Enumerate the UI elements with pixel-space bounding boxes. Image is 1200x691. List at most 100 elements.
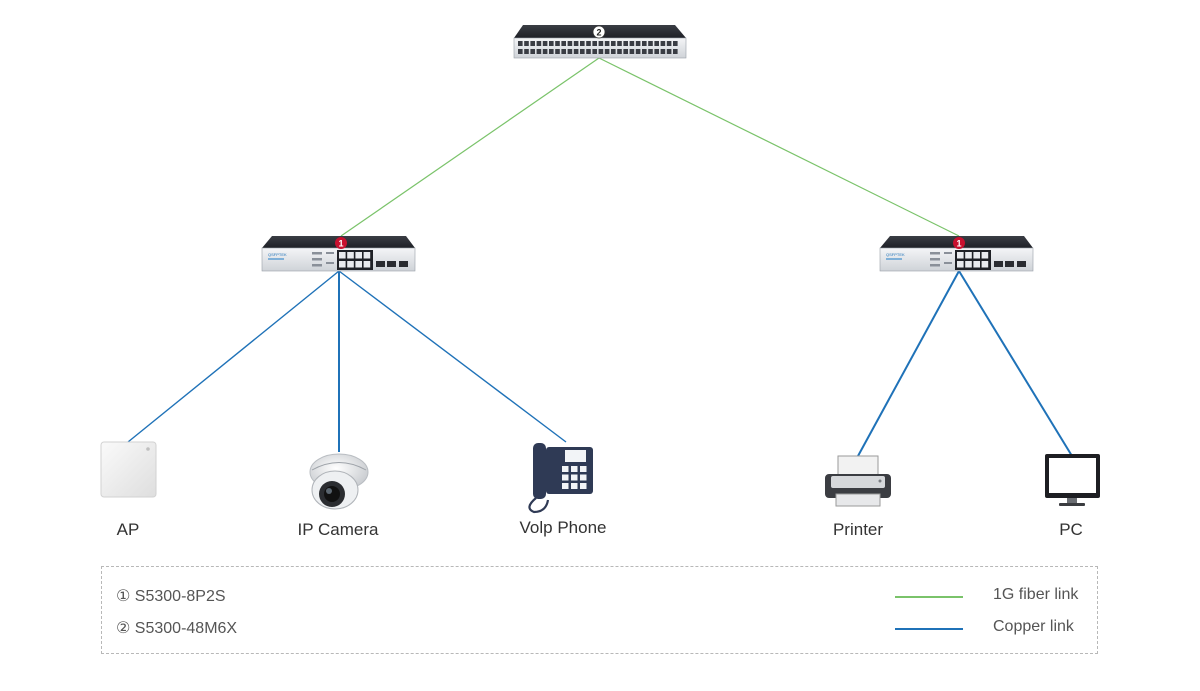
legend-copper-line <box>895 628 963 630</box>
switch-port <box>598 41 604 46</box>
switch-port <box>339 261 346 268</box>
switch-port <box>623 41 628 46</box>
switch-port <box>666 41 672 46</box>
switch-brand-logo: QSFPTEK <box>886 252 905 257</box>
dome-camera-icon <box>309 453 369 510</box>
switch-port <box>611 49 616 54</box>
switch-port <box>347 252 354 259</box>
desk-phone-icon <box>528 443 593 514</box>
legend-box: ① S5300-8P2S ② S5300-48M6X 1G fiber link… <box>101 566 1098 654</box>
switch-brand-logo: QSFPTEK <box>268 252 287 257</box>
switch-port <box>571 483 578 489</box>
voip-phone-label: Volp Phone <box>519 518 607 537</box>
switch-port <box>580 483 587 489</box>
switch-port <box>635 49 641 54</box>
switch-port <box>623 49 628 54</box>
switch-port <box>536 49 542 54</box>
switch-port <box>586 49 591 54</box>
switch-port <box>355 252 362 259</box>
switch-port <box>580 49 585 54</box>
switch-port <box>536 41 542 46</box>
switch-port <box>571 466 578 472</box>
switch-port <box>635 41 641 46</box>
switch-port <box>973 261 980 268</box>
monitor-icon <box>1045 454 1100 506</box>
legend-model-2-name: S5300-48M6X <box>134 620 238 637</box>
ap-label: AP <box>116 520 140 539</box>
switch-port <box>654 49 659 54</box>
switch-port <box>642 41 647 46</box>
switch-port <box>981 252 989 259</box>
core-switch-badge-label: 2 <box>596 28 601 38</box>
copper-link-printer <box>857 270 960 457</box>
switch-port <box>981 261 989 268</box>
access-switch-right-badge-label: 1 <box>956 239 961 249</box>
switch-port <box>957 252 964 259</box>
switch-port <box>567 41 573 46</box>
switch-port <box>542 41 548 46</box>
switch-port <box>555 41 560 46</box>
switch-port <box>629 41 635 46</box>
switch-port <box>604 41 610 46</box>
switch-port <box>580 41 585 46</box>
switch-port <box>555 49 560 54</box>
switch-port <box>518 49 523 54</box>
copper-link-pc <box>958 270 1073 457</box>
switch-port <box>561 49 566 54</box>
legend-model-2-marker: ② <box>116 620 131 637</box>
switch-port <box>660 49 666 54</box>
switch-port <box>562 474 569 481</box>
legend-copper-label: Copper link <box>993 618 1074 635</box>
switch-port <box>673 41 678 46</box>
switch-port <box>524 41 529 46</box>
switch-port <box>666 49 672 54</box>
switch-port <box>363 261 371 268</box>
fiber-link-core-left <box>340 57 600 237</box>
access-switch-left-badge <box>335 237 347 249</box>
switch-port <box>965 252 972 259</box>
switch-port <box>598 49 604 54</box>
switch-port <box>580 474 587 481</box>
switch-port <box>592 49 597 54</box>
core-switch-badge <box>592 25 606 39</box>
switch-port <box>660 41 666 46</box>
legend-fiber-line <box>895 596 963 598</box>
switch-port <box>518 41 523 46</box>
switch-port <box>567 49 573 54</box>
switch-port <box>542 49 548 54</box>
switch-port <box>530 41 535 46</box>
core-switch: 2 <box>513 25 687 59</box>
switch-port <box>363 252 371 259</box>
switch-port <box>617 41 622 46</box>
copper-link-phone <box>338 270 567 443</box>
switch-port <box>654 41 659 46</box>
access-switch-right: QSFPTEK 1 <box>879 236 1034 272</box>
access-switch-left: QSFPTEK 1 <box>261 236 416 272</box>
switch-port <box>355 261 362 268</box>
switch-port <box>629 49 635 54</box>
switch-port <box>648 49 653 54</box>
switch-port <box>573 49 579 54</box>
switch-port <box>611 41 616 46</box>
access-switch-right-badge <box>953 237 965 249</box>
copper-link-ap <box>127 270 340 443</box>
switch-port <box>580 466 587 472</box>
access-point-icon <box>100 441 157 498</box>
switch-port <box>524 49 529 54</box>
switch-port <box>973 252 980 259</box>
legend-model-1: ① S5300-8P2S <box>116 586 226 606</box>
switch-port <box>604 49 610 54</box>
ip-camera-label: IP Camera <box>297 520 379 539</box>
pc-label: PC <box>1059 520 1083 539</box>
access-switch-left-badge-label: 1 <box>338 239 343 249</box>
switch-port <box>586 41 591 46</box>
printer-icon <box>825 455 891 507</box>
switch-port <box>957 261 964 268</box>
switch-port <box>549 41 554 46</box>
switch-port <box>562 466 569 472</box>
switch-port <box>549 49 554 54</box>
legend-model-2: ② S5300-48M6X <box>116 618 237 638</box>
switch-port <box>561 41 566 46</box>
switch-port <box>592 41 597 46</box>
